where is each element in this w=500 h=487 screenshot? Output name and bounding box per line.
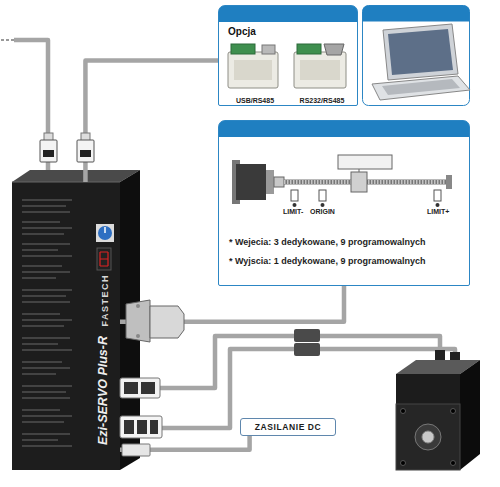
power-supply-tag: ZASILANIE DC (240, 418, 336, 436)
mounting-hole (401, 409, 406, 414)
servo-driver: FASTECH Ezi-SERVO Plus-R (12, 182, 120, 470)
motor-flange (232, 160, 240, 204)
driver-front-face (12, 182, 120, 470)
connector-slot (124, 420, 134, 434)
motor-front (266, 170, 274, 194)
display-segments (100, 252, 108, 266)
cable-gland (450, 352, 460, 364)
mounting-hole (451, 461, 456, 466)
sensor-dot (436, 203, 440, 207)
module-label: USB/RS485 (225, 97, 285, 104)
dsub-shell (126, 300, 150, 342)
module-body (294, 52, 346, 88)
motor-shaft (422, 431, 434, 443)
connector-slot (141, 382, 155, 394)
power-label: ZASILANIE DC (255, 422, 322, 432)
cable-connector (120, 436, 250, 450)
cable-connector (120, 286, 344, 322)
plug-contacts (43, 150, 54, 157)
switch-pointer (104, 227, 106, 233)
rj45-plug (40, 140, 57, 162)
motor-flange-face (396, 404, 460, 470)
mounting-hole (451, 409, 456, 414)
dsub-screw (136, 304, 140, 308)
screw-bearing (446, 175, 452, 189)
shaft-boss (415, 424, 441, 450)
carriage-table (338, 155, 392, 169)
panel-heading: Opcja (228, 26, 256, 37)
dsub-hood (150, 306, 184, 338)
converter-module: RS232/RS485 (291, 40, 353, 104)
motor-top-face (396, 360, 480, 374)
motor-side-face (460, 360, 480, 470)
laptop-keyboard (382, 79, 460, 95)
plug-contacts (80, 150, 91, 157)
brand-name: FASTECH (100, 274, 110, 327)
terminal-block (231, 44, 255, 54)
ferrite-core (294, 343, 320, 356)
rj45-plug (77, 140, 94, 162)
motor-connector (120, 378, 160, 398)
printed-markings (22, 200, 72, 446)
sensor-dot (293, 203, 297, 207)
converter-module: USB/RS485 (225, 40, 285, 104)
io-panel: * Wejecia: 3 dedykowane, 9 programowalny… (218, 120, 470, 286)
motor-cable (160, 336, 440, 388)
connector-slot (124, 382, 138, 394)
module-label: RS232/RS485 (291, 97, 353, 104)
screw-nut (351, 172, 367, 192)
encoder-housing (396, 374, 460, 404)
connector-slot (150, 420, 158, 434)
power-connector (122, 444, 150, 456)
plug-boot (44, 133, 53, 141)
sensor-dot (321, 203, 325, 207)
usb-port (262, 45, 275, 54)
limit-sensor (291, 190, 298, 201)
switch-housing (96, 224, 114, 242)
dsub-screw (136, 334, 140, 338)
plug-boot (81, 133, 90, 141)
motor-body (236, 164, 266, 200)
module-body (228, 52, 278, 88)
laptop-lid (383, 24, 458, 80)
laptop-base (372, 76, 470, 100)
rotary-switch (98, 226, 112, 240)
network-cable (14, 40, 48, 178)
io-note: * Wejecia: 3 dedykowane, 9 programowalny… (229, 237, 425, 247)
cable-connector (85, 61, 218, 182)
product-name: Ezi-SERVO Plus-R (96, 336, 110, 445)
limit-sensor (434, 190, 441, 201)
driver-edge (12, 182, 120, 183)
screw-thread (284, 180, 446, 184)
encoder-connector (120, 416, 162, 438)
shaft-coupling (274, 177, 284, 187)
cable-gland (435, 350, 445, 362)
origin-sensor (319, 190, 326, 201)
option-panel: OpcjaUSB/RS485 RS232/RS485 (218, 5, 358, 106)
io-note: * Wyjscia: 1 dedykowane, 9 programowalny… (229, 256, 425, 266)
encoder-cable (162, 349, 455, 428)
panel-header (363, 6, 470, 22)
laptop-panel (363, 6, 470, 106)
ferrite-core (294, 329, 320, 342)
module-pcb (234, 60, 272, 80)
lead-screw (284, 180, 446, 185)
terminal-block (297, 44, 321, 54)
driver-top-face (12, 170, 140, 182)
connector-slot (137, 420, 147, 434)
db9-port (324, 44, 344, 55)
led-display (97, 248, 111, 270)
mounting-hole (401, 461, 406, 466)
carriage-link (359, 169, 360, 172)
cable-continuation (0, 39, 14, 41)
laptop-screen (388, 29, 453, 75)
module-pcb (300, 60, 340, 80)
